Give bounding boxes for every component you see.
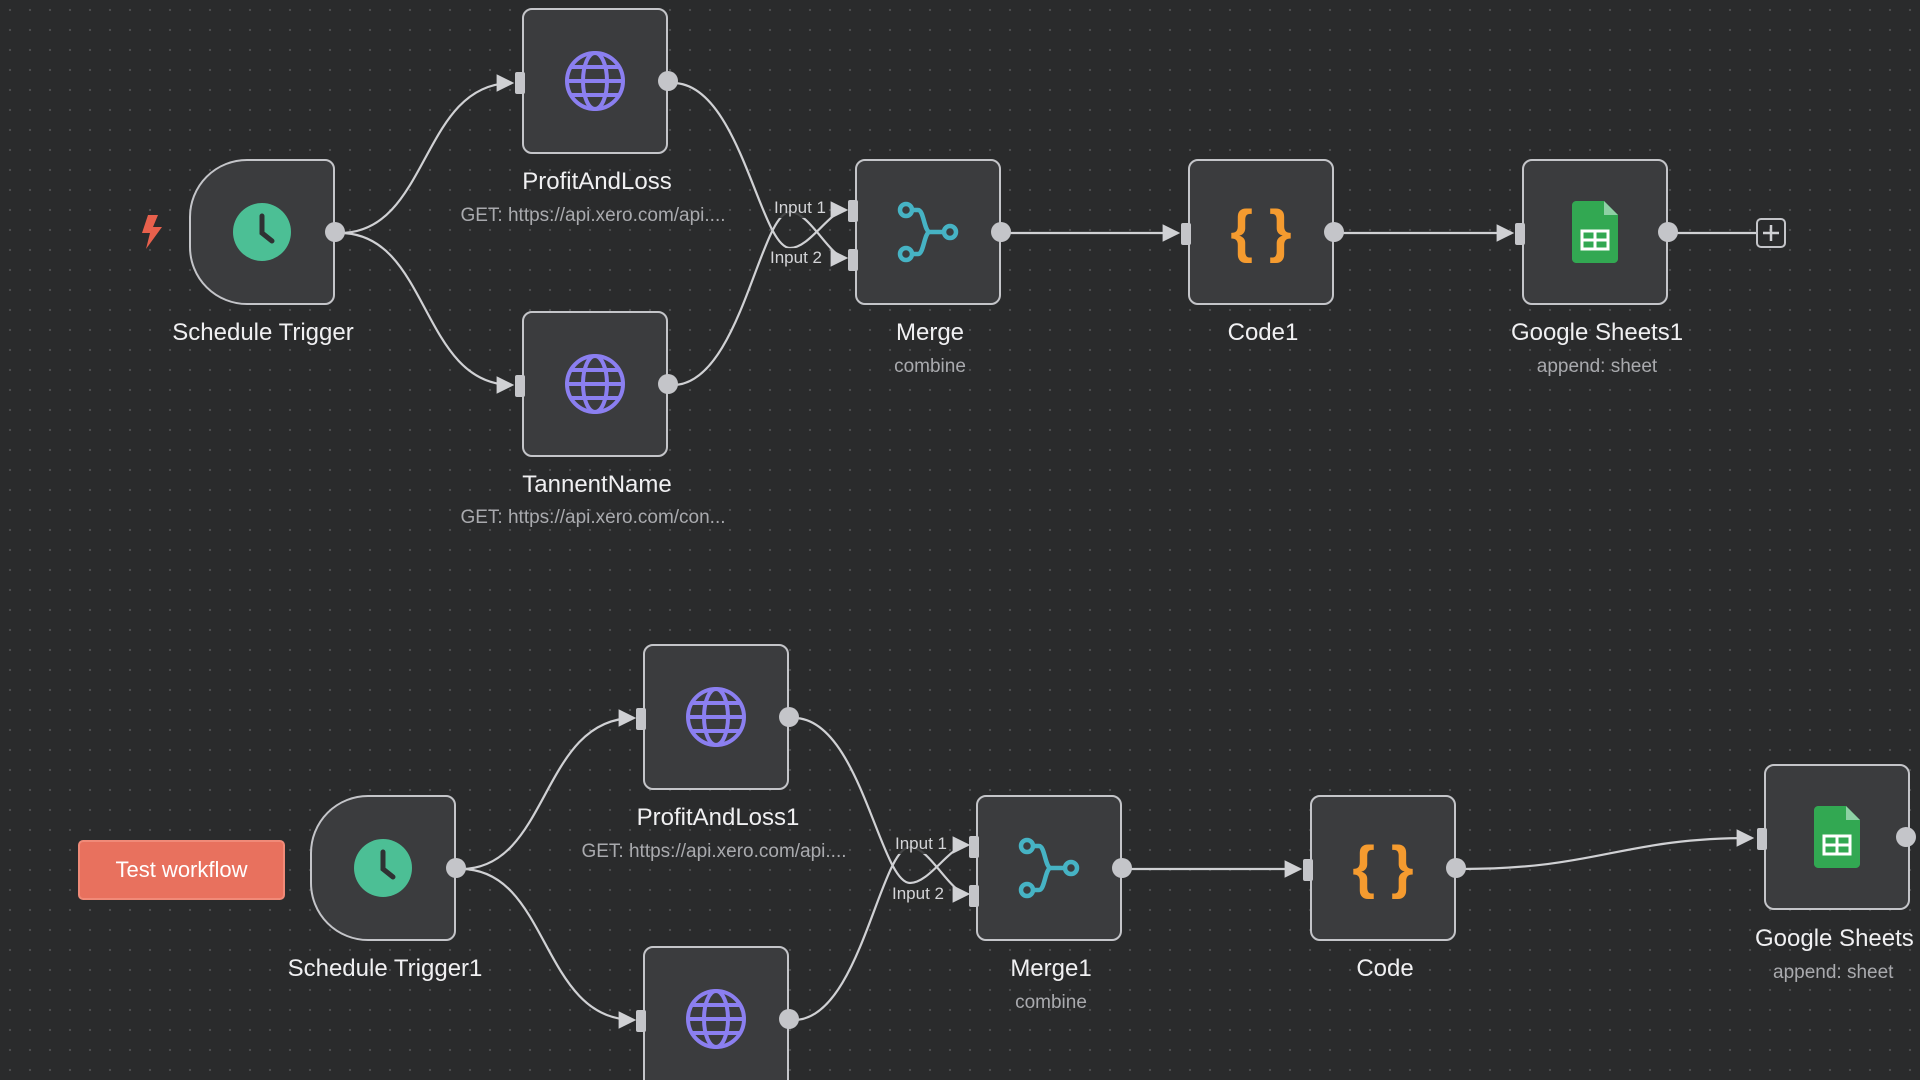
node-label: Google Sheets — [1755, 925, 1914, 952]
google-sheets-icon — [1814, 806, 1860, 868]
edge-trigger1-to-profitandloss1[interactable] — [460, 709, 637, 871]
node-label: Google Sheets1 — [1510, 319, 1684, 346]
node-subtitle: append: sheet — [1773, 962, 1894, 983]
edge-tannentname-to-merge[interactable] — [672, 210, 849, 387]
input-1-label: Input 1 — [893, 834, 949, 854]
output-handle[interactable] — [779, 707, 799, 727]
node-label: ProfitAndLoss — [522, 168, 672, 195]
output-handle[interactable] — [1112, 858, 1132, 878]
trigger-bolt-icon — [142, 215, 162, 249]
profitandloss-node[interactable] — [515, 8, 678, 154]
add-node-button[interactable] — [1756, 218, 1786, 248]
input-1-handle[interactable] — [848, 200, 858, 222]
output-handle[interactable] — [658, 71, 678, 91]
globe-icon — [565, 51, 625, 111]
merge-icon — [1018, 837, 1080, 899]
edge-http2-to-merge1[interactable] — [793, 845, 971, 1022]
input-2-label: Input 2 — [768, 248, 824, 268]
profitandloss1-node[interactable] — [636, 644, 799, 790]
edge-trigger1-to-http2[interactable] — [460, 867, 637, 1029]
input-1-label: Input 1 — [772, 198, 828, 218]
input-handle[interactable] — [1757, 828, 1767, 850]
edge-profitandloss-to-merge[interactable] — [672, 81, 849, 250]
node-subtitle: combine — [1015, 992, 1087, 1013]
input-handle[interactable] — [1515, 223, 1525, 245]
edge-trigger-to-profitandloss[interactable] — [339, 74, 515, 235]
input-handle[interactable] — [636, 708, 646, 730]
tannentname-node[interactable] — [515, 311, 678, 457]
output-handle[interactable] — [446, 858, 466, 878]
code1-node[interactable]: { } — [1181, 159, 1344, 305]
node-subtitle: GET: https://api.xero.com/api.... — [581, 841, 847, 862]
output-handle[interactable] — [325, 222, 345, 242]
schedule-trigger-node[interactable] — [189, 159, 345, 305]
svg-text:{ }: { } — [1352, 837, 1413, 899]
code-node[interactable]: { } — [1303, 795, 1466, 941]
plus-icon — [1763, 225, 1779, 241]
edge-profitandloss1-to-merge1[interactable] — [793, 716, 971, 885]
test-workflow-button[interactable]: Test workflow — [78, 840, 285, 900]
node-label: Schedule Trigger — [172, 319, 354, 346]
output-handle[interactable] — [1896, 827, 1916, 847]
input-handle[interactable] — [636, 1010, 646, 1032]
clock-icon — [233, 203, 291, 261]
node-label: TannentName — [522, 471, 672, 498]
edge-trigger-to-tannentname[interactable] — [339, 231, 515, 394]
node-subtitle: append: sheet — [1536, 356, 1658, 377]
input-handle[interactable] — [1303, 859, 1313, 881]
google-sheets1-node[interactable] — [1515, 159, 1678, 305]
node-label: Code1 — [1227, 319, 1299, 346]
globe-icon — [686, 687, 746, 747]
schedule-trigger1-node[interactable] — [310, 795, 466, 941]
merge-node[interactable] — [848, 159, 1011, 305]
input-handle[interactable] — [1181, 223, 1191, 245]
output-handle[interactable] — [1658, 222, 1678, 242]
input-handle[interactable] — [515, 375, 525, 397]
code-braces-icon: { } — [1230, 201, 1291, 263]
node-label: Merge — [895, 319, 965, 346]
input-1-handle[interactable] — [969, 836, 979, 858]
node-subtitle: combine — [894, 356, 966, 377]
output-handle[interactable] — [658, 374, 678, 394]
google-sheets-node[interactable] — [1757, 764, 1916, 910]
node-label: Code — [1356, 955, 1414, 982]
globe-icon — [565, 354, 625, 414]
google-sheets-icon — [1572, 201, 1618, 263]
merge1-node[interactable] — [969, 795, 1132, 941]
node-label: Merge1 — [1010, 955, 1092, 982]
output-handle[interactable] — [779, 1009, 799, 1029]
http-request-node[interactable] — [636, 946, 799, 1080]
input-2-label: Input 2 — [890, 884, 946, 904]
code-braces-icon: { } — [1352, 837, 1413, 899]
edge-code-to-sheets[interactable] — [1460, 829, 1755, 871]
output-handle[interactable] — [991, 222, 1011, 242]
input-2-handle[interactable] — [848, 249, 858, 271]
input-2-handle[interactable] — [969, 885, 979, 907]
node-label: ProfitAndLoss1 — [636, 804, 800, 831]
clock-icon — [354, 839, 412, 897]
output-handle[interactable] — [1446, 858, 1466, 878]
input-handle[interactable] — [515, 72, 525, 94]
output-handle[interactable] — [1324, 222, 1344, 242]
node-label: Schedule Trigger1 — [287, 955, 483, 982]
globe-icon — [686, 989, 746, 1049]
merge-icon — [897, 201, 959, 263]
node-subtitle: GET: https://api.xero.com/api.... — [460, 205, 726, 226]
svg-text:{ }: { } — [1230, 201, 1291, 263]
node-subtitle: GET: https://api.xero.com/con... — [460, 507, 726, 528]
